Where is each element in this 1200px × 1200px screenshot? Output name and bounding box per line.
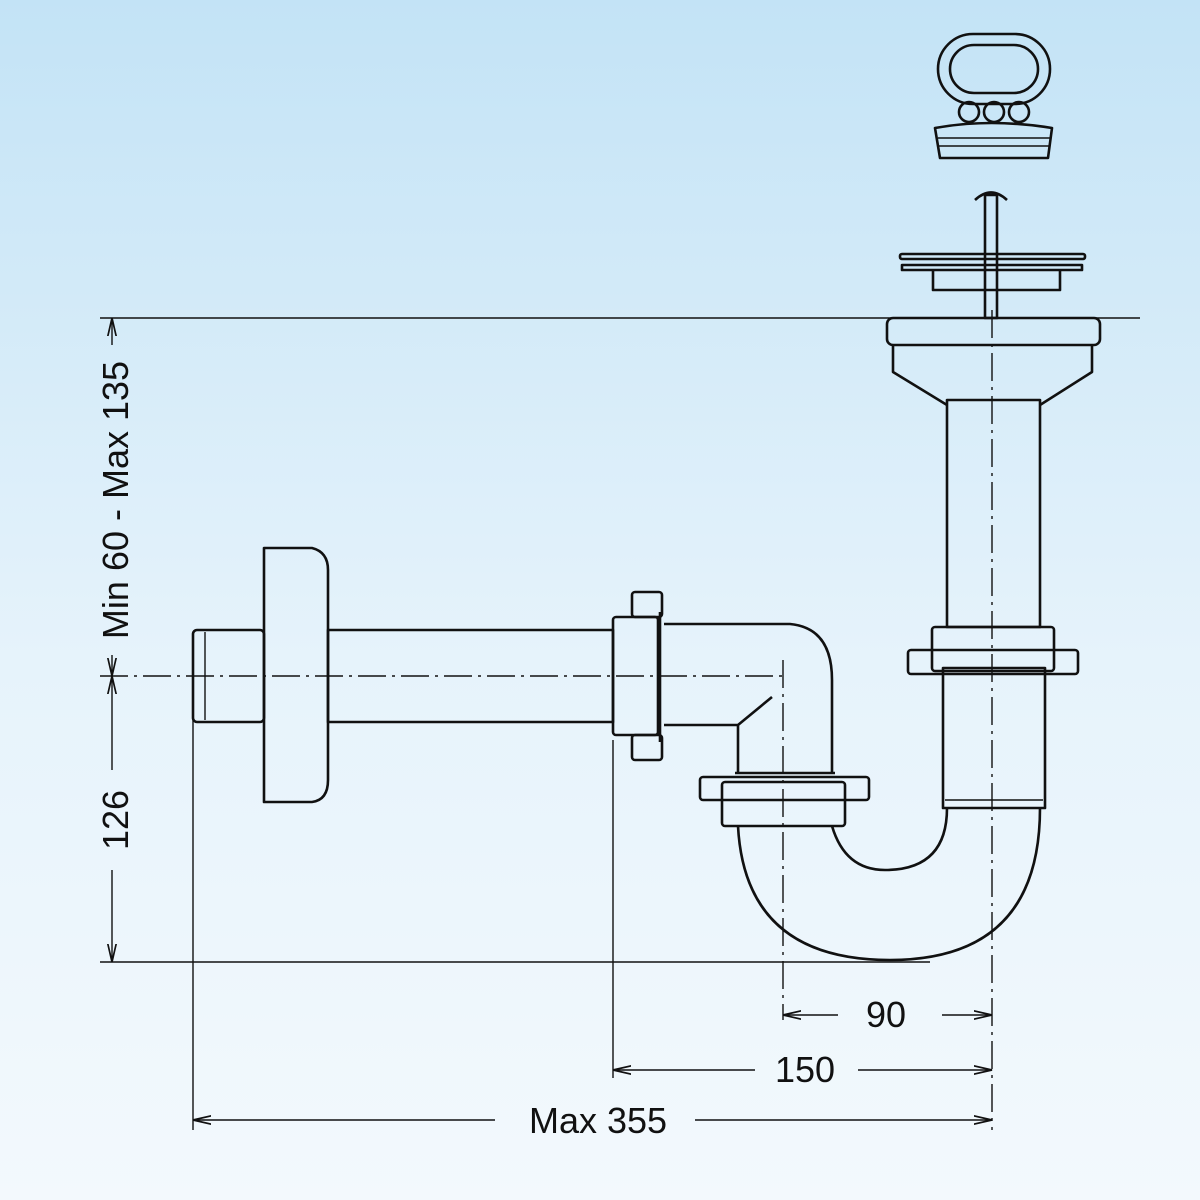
slip-nut-lower [698, 771, 871, 828]
horizontal-dimensions: 90 150 Max 355 [193, 994, 992, 1141]
dim-height-range: Min 60 - Max 135 [95, 361, 136, 639]
reference-lines [100, 310, 1140, 1130]
dim-offset-150: 150 [775, 1049, 835, 1090]
wall-outlet-pipe [191, 546, 615, 804]
sink-plug [933, 32, 1054, 160]
dim-width-max: Max 355 [529, 1100, 667, 1141]
dim-offset-90: 90 [866, 994, 906, 1035]
tailpiece [885, 316, 1102, 810]
strainer-basket [898, 191, 1087, 320]
elbow [664, 622, 834, 773]
dim-height-outlet: 126 [95, 790, 136, 850]
u-bend [736, 807, 1042, 962]
slip-nut-horizontal [611, 590, 664, 762]
vertical-dimension: Min 60 - Max 135 126 [95, 318, 136, 962]
